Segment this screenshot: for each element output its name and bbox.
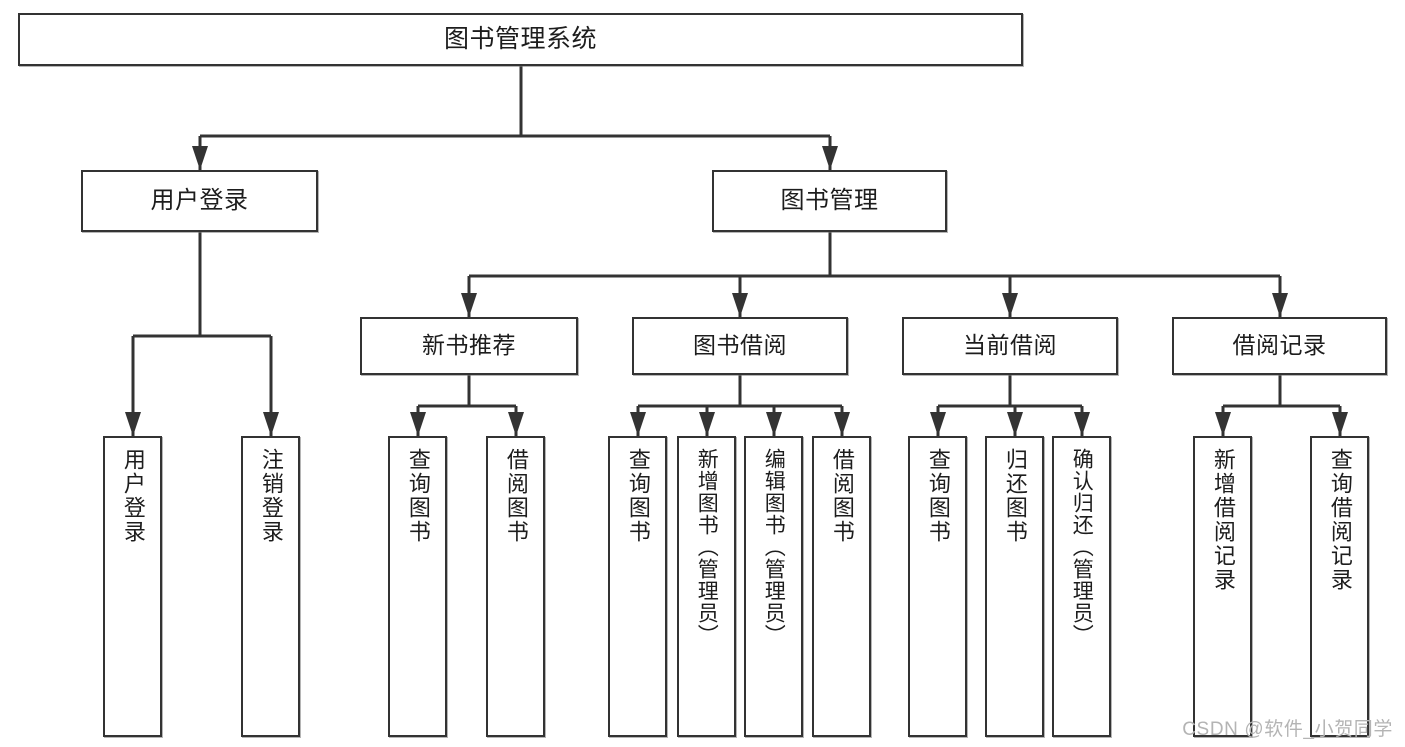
leaf-query-borrow-record-label: 查询借阅记录: [1327, 448, 1353, 592]
node-new-book-recommend-label: 新书推荐: [422, 332, 516, 359]
leaf-user-login-label: 用户登录: [120, 448, 146, 544]
node-book-manage-label: 图书管理: [780, 186, 879, 214]
node-book-borrow-label: 图书借阅: [693, 332, 787, 359]
node-current-borrow-label: 当前借阅: [963, 332, 1057, 359]
leaf-user-login[interactable]: 用户登录: [103, 436, 162, 737]
node-new-book-recommend[interactable]: 新书推荐: [360, 317, 578, 375]
node-book-manage[interactable]: 图书管理: [712, 170, 947, 232]
leaf-query-book-1-label: 查询图书: [405, 448, 431, 544]
leaf-borrow-book-1[interactable]: 借阅图书: [486, 436, 545, 737]
node-user-login-label: 用户登录: [150, 186, 249, 214]
node-borrow-record[interactable]: 借阅记录: [1172, 317, 1387, 375]
leaf-query-book-3[interactable]: 查询图书: [908, 436, 967, 737]
leaf-confirm-return[interactable]: 确认归还（管理员）: [1052, 436, 1111, 737]
leaf-borrow-book-2-label: 借阅图书: [829, 448, 855, 544]
node-root-label: 图书管理系统: [443, 24, 597, 53]
leaf-add-book-label: 新增图书（管理员）: [695, 448, 719, 646]
node-book-borrow[interactable]: 图书借阅: [632, 317, 848, 375]
leaf-return-book[interactable]: 归还图书: [985, 436, 1044, 737]
leaf-edit-book[interactable]: 编辑图书（管理员）: [744, 436, 803, 737]
node-user-login[interactable]: 用户登录: [81, 170, 318, 232]
leaf-add-borrow-record-label: 新增借阅记录: [1210, 448, 1236, 592]
leaf-logout[interactable]: 注销登录: [241, 436, 300, 737]
leaf-edit-book-label: 编辑图书（管理员）: [762, 448, 786, 646]
csdn-watermark: CSDN @软件_小贺同学: [1182, 719, 1393, 740]
leaf-query-book-3-label: 查询图书: [925, 448, 951, 544]
leaf-query-book-1[interactable]: 查询图书: [388, 436, 447, 737]
leaf-logout-label: 注销登录: [258, 448, 284, 544]
node-borrow-record-label: 借阅记录: [1232, 332, 1327, 359]
node-root[interactable]: 图书管理系统: [18, 13, 1023, 66]
node-current-borrow[interactable]: 当前借阅: [902, 317, 1118, 375]
leaf-confirm-return-label: 确认归还（管理员）: [1070, 448, 1094, 646]
leaf-borrow-book-1-label: 借阅图书: [503, 448, 529, 544]
leaf-query-book-2[interactable]: 查询图书: [608, 436, 667, 737]
leaf-add-book[interactable]: 新增图书（管理员）: [677, 436, 736, 737]
leaf-borrow-book-2[interactable]: 借阅图书: [812, 436, 871, 737]
leaf-return-book-label: 归还图书: [1002, 448, 1028, 544]
leaf-query-borrow-record[interactable]: 查询借阅记录: [1310, 436, 1369, 737]
leaf-add-borrow-record[interactable]: 新增借阅记录: [1193, 436, 1252, 737]
leaf-query-book-2-label: 查询图书: [625, 448, 651, 544]
